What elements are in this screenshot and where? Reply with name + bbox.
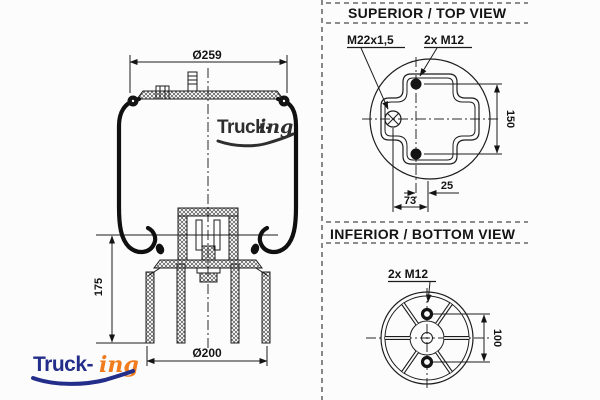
skirt-wall-left-inner [176, 263, 186, 344]
top-plate-circle [369, 58, 491, 180]
leader-m12-top [419, 47, 438, 77]
stud-hole-bottom [410, 148, 422, 160]
logo-text-dark: Truck- [217, 117, 271, 138]
logo-script-dark: ing [259, 116, 293, 138]
skirt-wall-right-outer [261, 271, 271, 344]
bottom-view-panel: INFERIOR / BOTTOM VIEW 2x M12 [330, 226, 516, 389]
label-m12-bottom: 2x M12 [388, 267, 428, 281]
air-fitting-symbol [384, 110, 402, 128]
cup-wall-left [177, 215, 188, 261]
bottom-stud-hole-top [420, 307, 434, 321]
dim-100: 100 [433, 313, 503, 363]
dim-150: 150 [424, 83, 516, 155]
bottom-view-title: INFERIOR / BOTTOM VIEW [330, 226, 516, 242]
top-view-title: SUPERIOR / TOP VIEW [348, 5, 507, 21]
brand-logo: Truck- ing [31, 352, 139, 386]
piston-center-hole [421, 332, 433, 344]
dim-200: Ø200 [146, 346, 268, 366]
cup-top [177, 207, 239, 217]
bumper-right [213, 219, 221, 251]
dim-200-label: Ø200 [192, 346, 222, 360]
brand-text: Truck- [33, 353, 94, 376]
cup-wall-right [228, 215, 239, 261]
dim-175-label: 175 [93, 278, 105, 296]
stud-hole-top [410, 78, 422, 90]
label-m12-top: 2x M12 [424, 33, 464, 47]
brand-swoosh [31, 369, 135, 386]
bumper-left [195, 219, 203, 251]
skirt-wall-left-outer [145, 271, 155, 344]
bead-lobe-right [250, 243, 260, 255]
piston-rim-outer [380, 291, 474, 385]
top-view-panel: SUPERIOR / TOP VIEW M22x1,5 2x M12 [347, 5, 516, 212]
plate-bead-left [127, 95, 139, 107]
nut [199, 272, 218, 283]
bead-lobe-left [155, 243, 165, 255]
piston-flange [153, 259, 263, 269]
bumper-stem [201, 245, 216, 261]
dim-73: 73 [393, 195, 428, 210]
label-m22: M22x1,5 [347, 33, 394, 47]
bellows-outline [116, 96, 299, 255]
top-plate [136, 90, 284, 100]
piston-assembly [145, 207, 271, 344]
plate-cross-contour-outer [380, 73, 480, 165]
dim-259: Ø259 [129, 48, 288, 93]
dim-259-label: Ø259 [192, 48, 222, 62]
main-side-view: Ø259 [31, 48, 299, 386]
bottom-stud-hole-bottom [420, 355, 434, 369]
dim-175: 175 [93, 235, 146, 344]
plate-bead-right [278, 95, 290, 107]
skirt-wall-right-inner [230, 263, 240, 344]
logo-on-bellows: Truck- ing [216, 116, 295, 148]
dim-25-label: 25 [441, 180, 453, 192]
dim-25: 25 [404, 180, 459, 196]
air-fitting-side [155, 85, 170, 100]
logo-swoosh-dark [216, 132, 295, 148]
dim-73-label: 73 [404, 195, 416, 207]
dim-150-label: 150 [504, 110, 516, 128]
dim-100-label: 100 [491, 329, 503, 347]
top-stud [187, 71, 198, 92]
